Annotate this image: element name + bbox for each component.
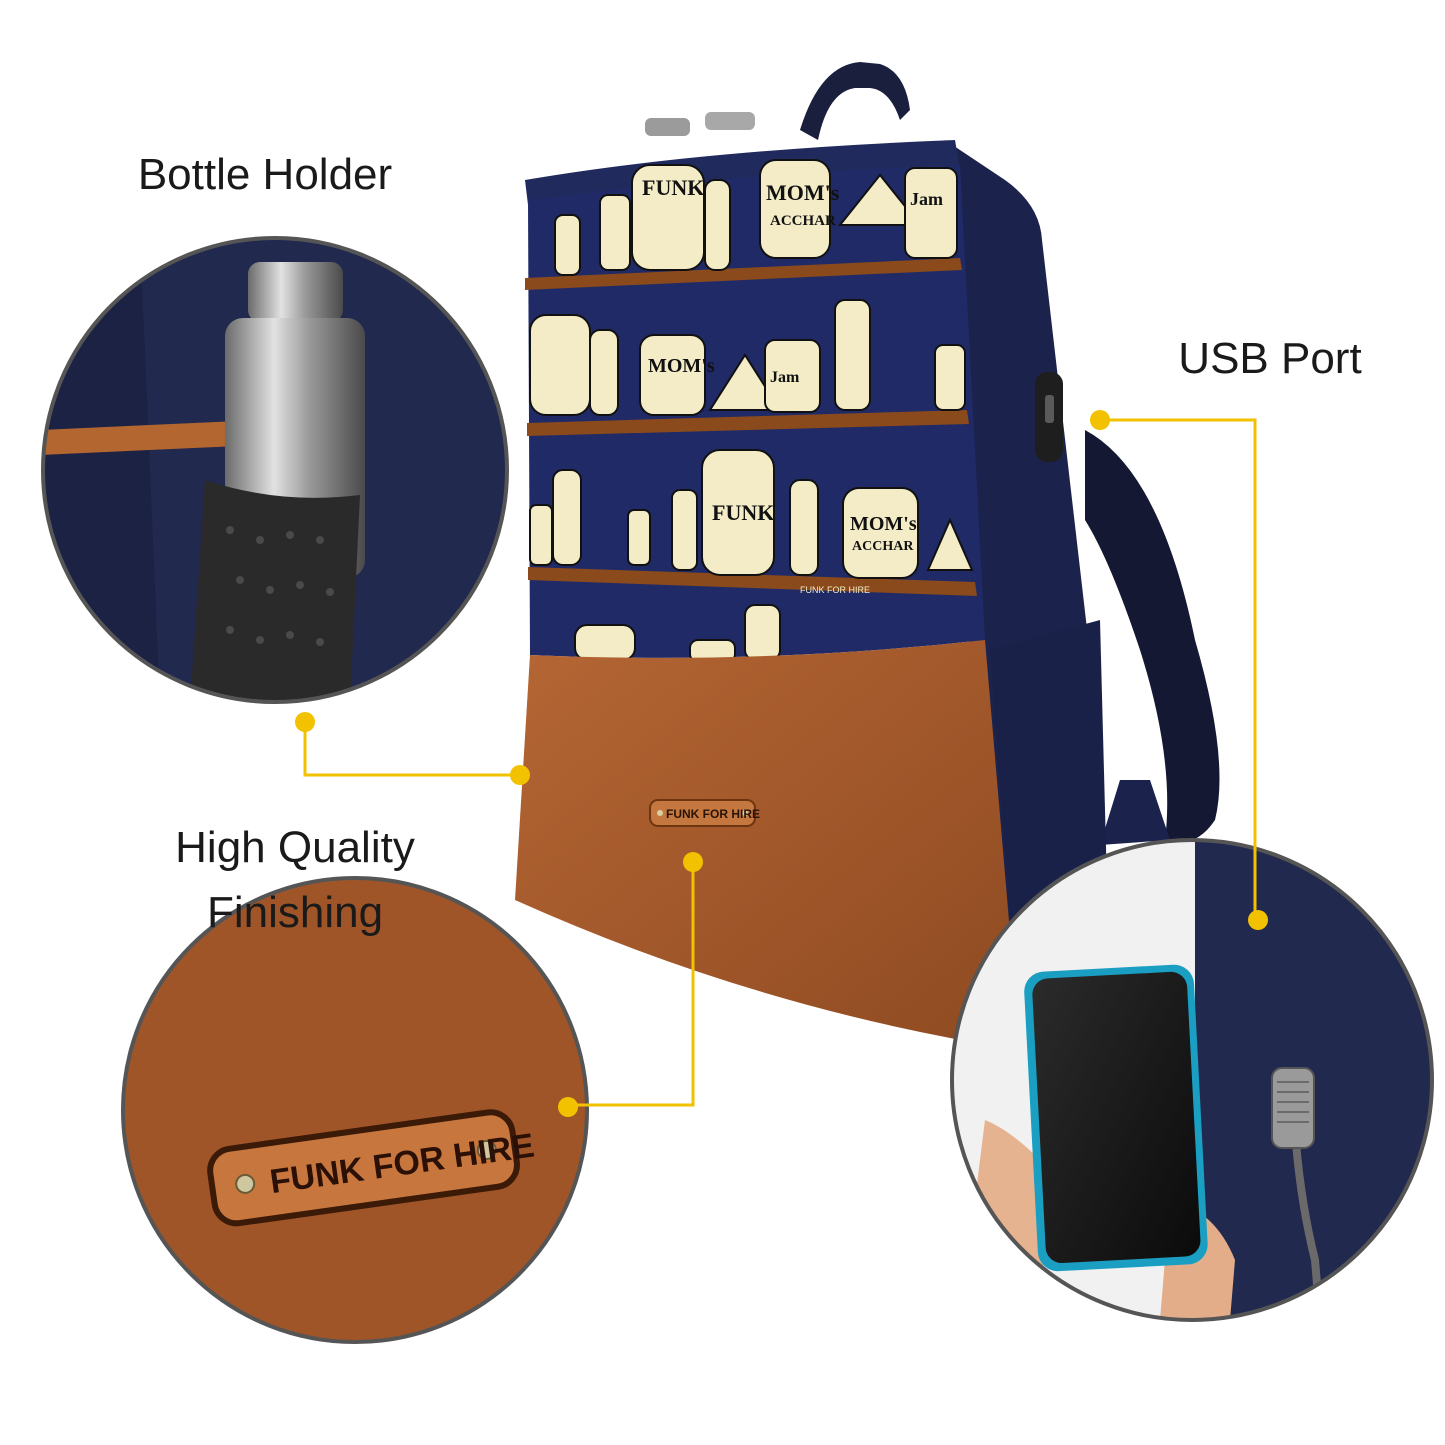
zipper-pull <box>645 118 690 136</box>
brand-patch-closeup: FUNK FOR HIRE <box>207 1109 537 1227</box>
usb-closeup <box>952 840 1432 1320</box>
jar-label-acchar-2: ACCHAR <box>852 539 914 554</box>
callout-finishing-line1: High Quality <box>175 823 415 872</box>
leather-bottom-panel <box>515 640 1020 1050</box>
jar-label-acchar: ACCHAR <box>770 213 836 229</box>
jar-label-funk: FUNK <box>642 175 704 200</box>
connector-lines <box>303 418 1257 1107</box>
shoulder-strap <box>1085 430 1220 843</box>
smartphone-icon <box>1024 964 1208 1272</box>
backpack: FUNK MOM's ACCHAR Jam MOM's Jam FUNK <box>515 62 1220 1050</box>
jar-label-moms: MOM's <box>766 180 840 205</box>
top-handle <box>800 62 910 140</box>
jar-label-jam: Jam <box>910 189 943 209</box>
jar-label-jam-2: Jam <box>770 369 800 386</box>
connector-dots <box>295 410 1268 1117</box>
jar-label-moms-3: MOM's <box>850 513 917 535</box>
shelf-brand-text: FUNK FOR HIRE <box>800 585 870 595</box>
jar-print-row-1 <box>554 159 958 276</box>
callout-bottle-holder: Bottle Holder <box>137 150 393 199</box>
jar-print-row-3 <box>529 449 974 579</box>
callout-finishing-line2: Finishing <box>206 888 384 937</box>
jar-label-moms-2: MOM's <box>648 355 715 377</box>
jar-print-row-2 <box>529 299 966 416</box>
brand-patch: FUNK FOR HIRE <box>649 799 760 827</box>
jar-label-funk-2: FUNK <box>712 500 774 525</box>
shelves <box>525 258 977 596</box>
mesh-pocket <box>190 480 360 702</box>
brand-patch-text: FUNK FOR HIRE <box>666 807 760 821</box>
callout-usb-port: USB Port <box>1178 334 1362 383</box>
usb-plug-icon <box>1271 1067 1315 1149</box>
leather-closeup: FUNK FOR HIRE <box>123 878 587 1342</box>
